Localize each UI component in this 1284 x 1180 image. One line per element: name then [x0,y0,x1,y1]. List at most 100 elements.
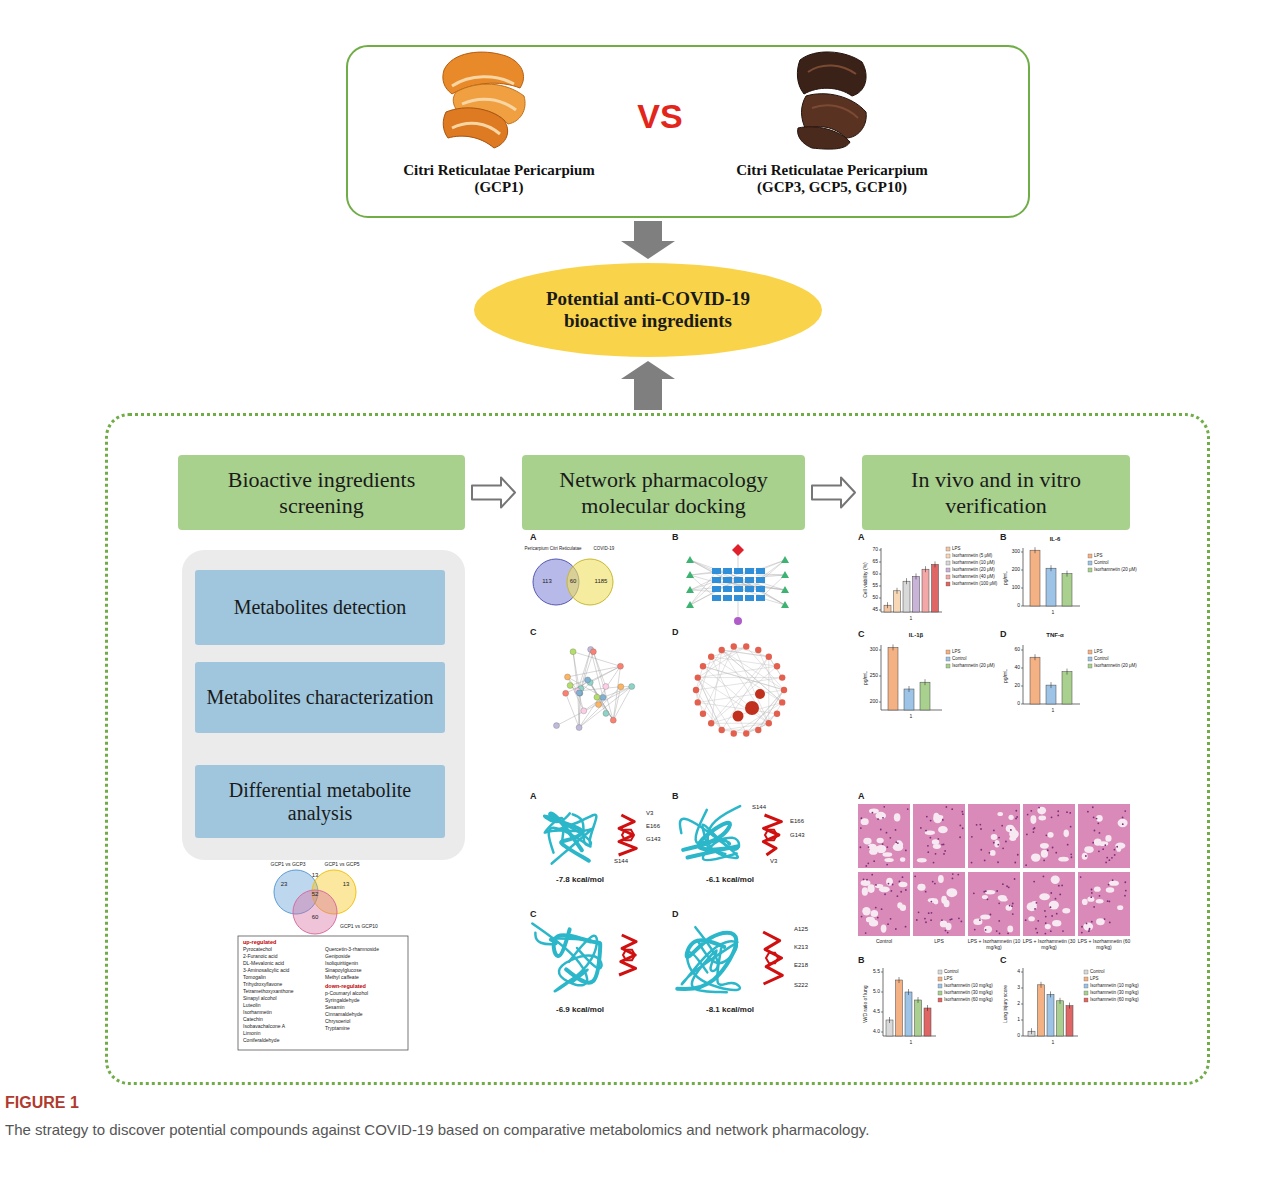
nucleus [927,845,929,847]
alveolus [1058,857,1068,862]
legend-swatch [946,650,950,654]
network-edge [588,680,614,720]
alveolus [1096,815,1103,822]
nucleus [1108,901,1110,903]
tick-mark [879,550,881,551]
alveolus [1047,832,1053,838]
nucleus [1006,885,1008,887]
nucleus [1056,913,1058,915]
alveolus [1009,836,1016,841]
error-bar [1041,982,1042,988]
legend-swatches [946,650,950,668]
tick-mark [1021,570,1023,571]
nucleus [867,862,869,864]
nucleus [998,902,1000,904]
nucleus [1090,896,1092,898]
axis-tick: 0 [1017,603,1020,609]
axis-tick: 45 [872,607,878,613]
substep-box: Differential metabolite analysis [195,765,445,838]
nucleus [962,827,964,829]
legend-swatch [946,575,950,579]
protein-node [570,649,576,655]
nucleus [895,841,897,843]
nucleus [1108,859,1110,861]
legend-text: LPS [944,977,953,982]
network-edge [578,691,579,728]
nucleus [1009,905,1011,907]
protein-node [603,683,609,689]
protein-ribbon [544,813,596,863]
tick-mark [881,972,883,973]
nucleus [1002,847,1004,849]
error-bar [906,578,907,584]
nucleus [895,829,897,831]
alveolus [1105,835,1111,842]
tissue-section [1078,804,1130,868]
nucleus [990,914,992,916]
venn-label: GCP1 vs GCP10 [340,924,378,930]
table-cell: Luteolin [243,1003,261,1009]
axis-tick: 0 [1017,701,1020,707]
axis-tick: 20 [1014,683,1020,689]
table-cell: Syringaldehyde [325,998,359,1004]
chart-title: IL-1β [909,632,923,639]
ribbon [555,936,597,992]
table-cell: Tryptamine [325,1026,350,1032]
alveolus [884,858,893,862]
nucleus [925,921,927,923]
legend-swatch [1088,561,1092,565]
group-caption: LPS + Isorhamnetin (30 mg/kg) [1022,939,1076,950]
network-edge [728,572,785,605]
axis-tick: 1 [910,714,913,720]
network-edge [590,682,613,720]
nucleus [1114,849,1116,851]
protein-node [596,702,602,708]
alveolus [925,831,935,835]
chart-axes [1021,968,1078,1036]
axis-tick: 200 [1012,567,1020,573]
protein-node [594,694,600,700]
protein-node [577,690,583,696]
nucleus [1005,841,1007,843]
nucleus [951,808,953,810]
bar [920,682,930,710]
alveolus [861,880,871,886]
legend-text: Control [1094,657,1109,662]
tick-mark [879,562,881,563]
energy-value: -7.8 kcal/mol [556,876,604,885]
ribbon [680,806,740,858]
legend-text: Isorhamnetin (20 μM) [1094,664,1137,669]
herb-node [732,544,744,556]
alveolus [1049,901,1059,910]
axis-tick: 1 [1017,1017,1020,1023]
bar-series [888,644,930,710]
peel-piece [797,52,866,96]
group-caption: Control [857,939,911,945]
peel-piece [798,127,850,149]
nucleus [1125,890,1127,892]
tick-mark [881,992,883,993]
nucleus [860,846,862,848]
nucleus [976,824,978,826]
figure-caption: The strategy to discover potential compo… [5,1120,1275,1140]
nucleus [957,874,959,876]
nucleus [1088,930,1090,932]
nucleus [1114,854,1116,856]
gene-node [766,720,772,726]
tissue-section [968,804,1020,868]
alveolus [945,923,951,930]
network-edge [722,650,769,657]
residue-label: E166 [646,823,660,830]
venn-count: 60 [312,914,319,921]
network-edge [722,650,769,657]
bar-series [1028,982,1073,1036]
network-edge [738,601,739,618]
protein-node [585,677,591,683]
protein-node [576,725,582,731]
legend-text: LPS [1090,977,1099,982]
network-edge [711,666,777,723]
nucleus [1050,906,1052,908]
nucleus [930,901,932,903]
network-edge [696,650,722,690]
residue-label: S144 [752,804,766,811]
